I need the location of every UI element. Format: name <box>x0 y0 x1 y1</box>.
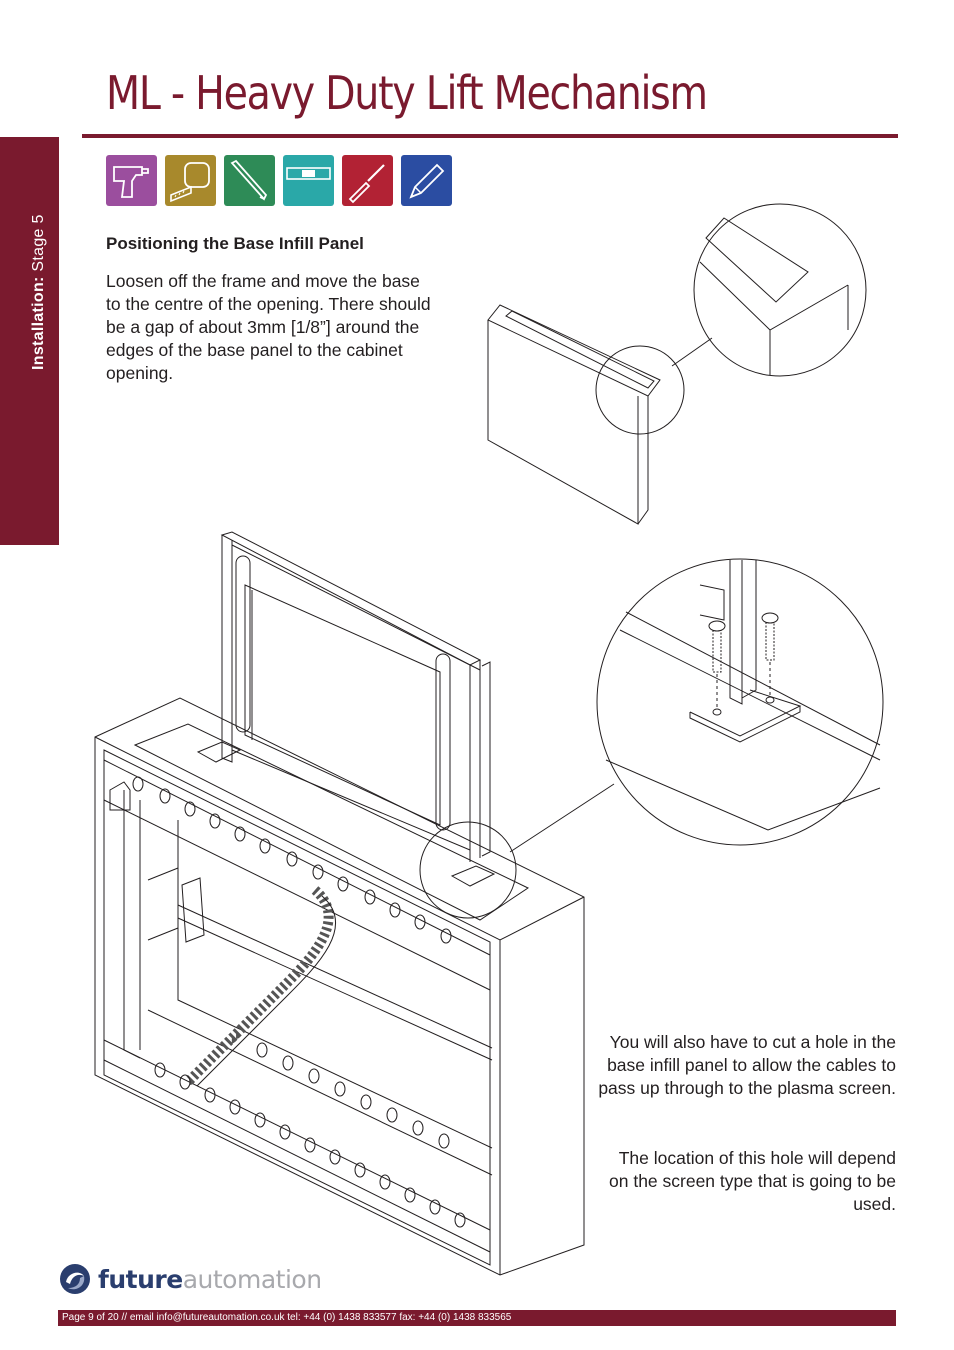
side-tab <box>0 137 59 545</box>
cabinet-drawing <box>94 531 585 1276</box>
panel-zoom-detail <box>595 203 867 435</box>
tool-icons <box>106 155 452 206</box>
section-body: Loosen off the frame and move the base t… <box>106 271 431 383</box>
foot-zoom-detail <box>419 558 884 919</box>
bolt-left <box>708 620 726 708</box>
base-panel-block <box>487 304 661 525</box>
bolt-right <box>761 612 779 696</box>
title-divider <box>82 134 898 138</box>
pencil-icon <box>401 155 452 206</box>
rail-holes <box>132 776 466 1228</box>
drill-icon <box>106 155 157 206</box>
brand-swirl-icon <box>60 1264 90 1294</box>
brand-name-bold: future <box>98 1264 183 1294</box>
allen-key-icon <box>224 155 275 206</box>
footer-bar: Page 9 of 20 // email info@futureautomat… <box>58 1310 896 1326</box>
brand-logo: futureautomation <box>58 1262 322 1296</box>
screwdriver-icon <box>342 155 393 206</box>
hole-location-note: The location of this hole will depend on… <box>609 1148 896 1214</box>
cut-hole-note: You will also have to cut a hole in the … <box>598 1032 896 1098</box>
brand-name: futureautomation <box>98 1265 322 1294</box>
tape-measure-icon <box>165 155 216 206</box>
spirit-level-icon <box>283 155 334 206</box>
brand-name-light: automation <box>182 1264 322 1294</box>
section-heading: Positioning the Base Infill Panel <box>106 234 364 253</box>
page-title: ML - Heavy Duty Lift Mechanism <box>106 66 708 120</box>
